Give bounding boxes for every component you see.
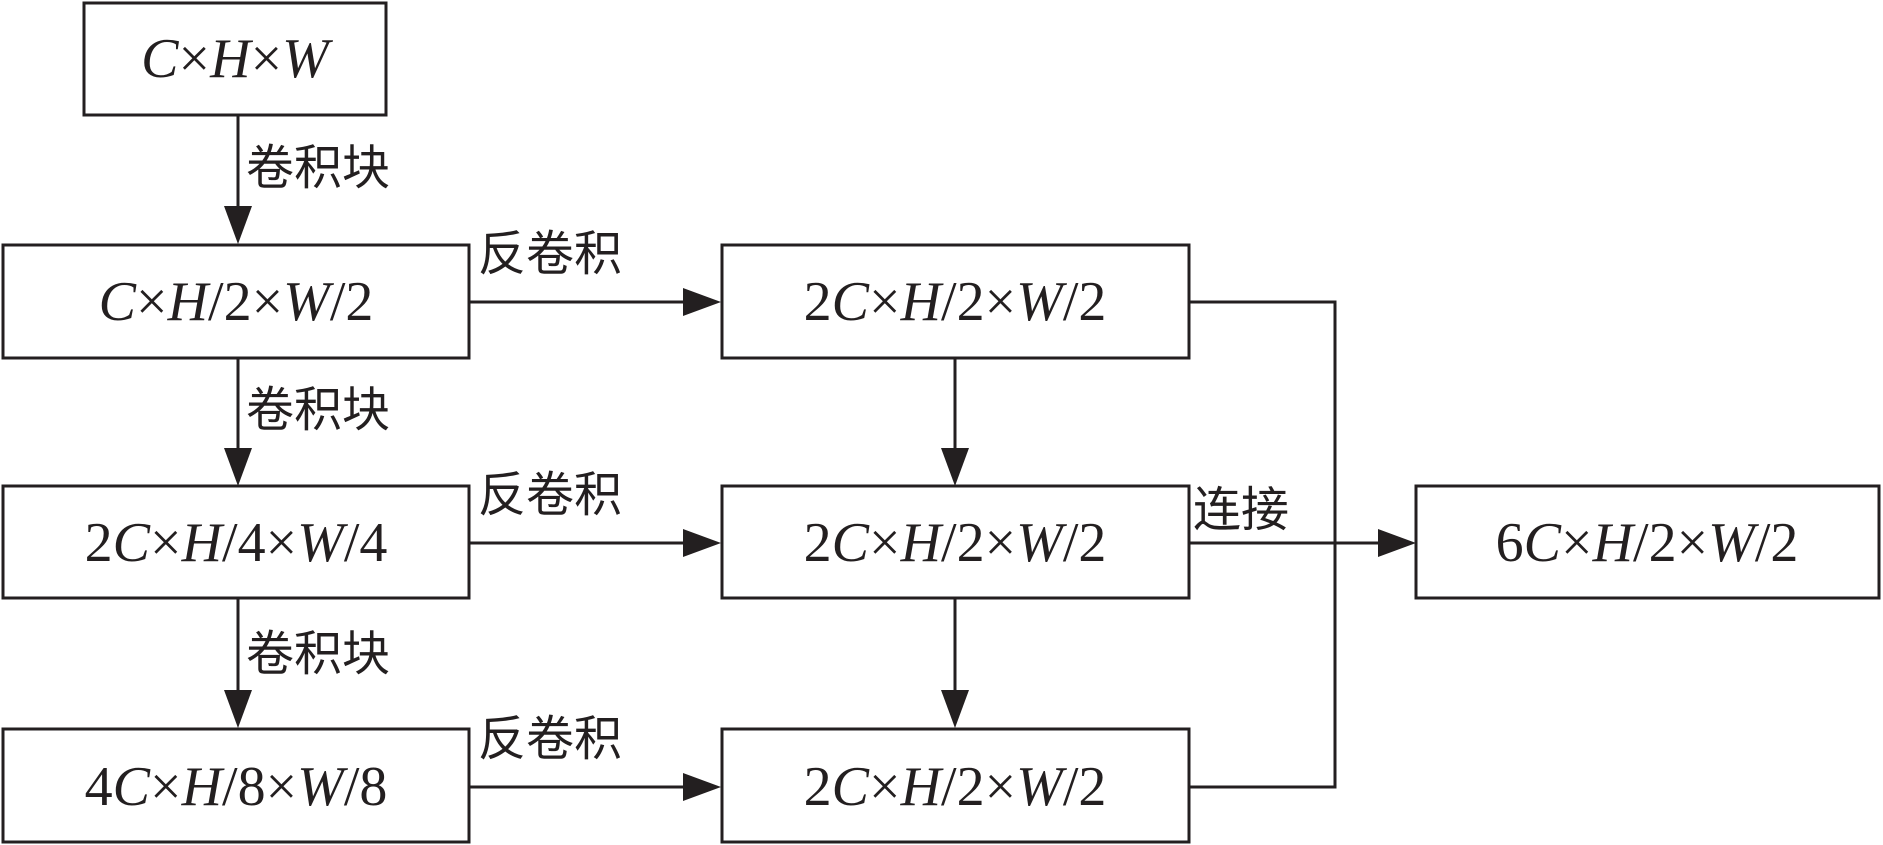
dec3-label-part: W <box>1016 756 1067 818</box>
dec2-label-part: × <box>869 512 901 574</box>
dec1-label-part: W <box>1016 271 1067 333</box>
arrowhead-enc3-to-dec3 <box>683 773 721 801</box>
dec2-label-part: H <box>900 512 944 574</box>
dec1-label-part: × <box>869 271 901 333</box>
output-label-part: × <box>1561 512 1593 574</box>
output-label-part: W <box>1708 512 1759 574</box>
dec2-label-part: C <box>832 512 870 574</box>
dec3-label-part: /2 <box>1063 756 1107 818</box>
arrowhead-enc1-to-dec1 <box>683 288 721 316</box>
input-label-part: W <box>282 28 333 90</box>
enc2-label-part: 2 <box>85 512 113 574</box>
arrowhead-input-to-enc1 <box>224 206 252 244</box>
arrowhead-enc2-to-enc3 <box>224 690 252 728</box>
enc2-label-part: W <box>297 512 348 574</box>
label-conv-block-1: 卷积块 <box>246 140 390 196</box>
arrowhead-enc2-to-dec2 <box>683 529 721 557</box>
label-deconv-2: 反卷积 <box>478 467 622 523</box>
enc3-label-part: /8 <box>344 756 388 818</box>
node-enc2-label: 2C×H/4×W/4 <box>85 512 388 574</box>
dec3-label-part: × <box>869 756 901 818</box>
enc2-label-part: C <box>113 512 151 574</box>
enc1-label-part: /2× <box>208 271 283 333</box>
dec2-label-part: W <box>1016 512 1067 574</box>
label-conv-block-3: 卷积块 <box>246 626 390 682</box>
node-enc3: 4C×H/8×W/8 <box>1 727 471 844</box>
node-dec3-label: 2C×H/2×W/2 <box>804 756 1107 818</box>
dec1-label-part: 2 <box>804 271 832 333</box>
node-dec3: 2C×H/2×W/2 <box>720 727 1191 844</box>
label-conv-block-2: 卷积块 <box>246 382 390 438</box>
dec2-label-part: /2 <box>1063 512 1107 574</box>
dec1-label-part: C <box>832 271 870 333</box>
enc2-label-part: H <box>181 512 225 574</box>
arrowhead-dec2-to-dec3 <box>941 690 969 728</box>
node-enc1-label: C×H/2×W/2 <box>99 271 374 333</box>
dec3-label-part: C <box>832 756 870 818</box>
node-output-label: 6C×H/2×W/2 <box>1496 512 1799 574</box>
node-dec2-label: 2C×H/2×W/2 <box>804 512 1107 574</box>
node-enc2: 2C×H/4×W/4 <box>1 484 471 600</box>
output-label-part: 6 <box>1496 512 1524 574</box>
node-enc3-label: 4C×H/8×W/8 <box>85 756 388 818</box>
output-label-part: H <box>1592 512 1636 574</box>
arrowhead-dec1-to-dec2 <box>941 448 969 486</box>
dec3-label-part: 2 <box>804 756 832 818</box>
enc1-label-part: × <box>136 271 168 333</box>
enc3-label-part: × <box>150 756 182 818</box>
enc1-label-part: H <box>167 271 211 333</box>
enc1-label-part: /2 <box>330 271 374 333</box>
node-dec2: 2C×H/2×W/2 <box>720 484 1191 600</box>
enc2-label-part: /4 <box>344 512 388 574</box>
enc3-label-part: C <box>113 756 151 818</box>
node-output: 6C×H/2×W/2 <box>1414 484 1881 600</box>
input-label-part: C <box>141 28 179 90</box>
node-dec1-label: 2C×H/2×W/2 <box>804 271 1107 333</box>
dec3-label-part: H <box>900 756 944 818</box>
enc3-label-part: H <box>181 756 225 818</box>
node-input: C×H×W <box>82 1 388 117</box>
label-concat: 连接 <box>1193 482 1289 538</box>
node-enc1: C×H/2×W/2 <box>1 243 471 360</box>
label-deconv-1: 反卷积 <box>478 226 622 282</box>
output-label-part: C <box>1524 512 1562 574</box>
enc2-label-part: × <box>150 512 182 574</box>
connectors <box>224 115 1416 801</box>
dec2-label-part: 2 <box>804 512 832 574</box>
output-label-part: /2× <box>1633 512 1708 574</box>
node-dec1: 2C×H/2×W/2 <box>720 243 1191 360</box>
node-input-label: C×H×W <box>141 28 333 90</box>
input-label-part: × <box>251 28 283 90</box>
output-label-part: /2 <box>1755 512 1799 574</box>
arrowhead-concat-to-output <box>1378 529 1416 557</box>
dec1-label-part: /2 <box>1063 271 1107 333</box>
enc2-label-part: /4× <box>222 512 297 574</box>
enc3-label-part: /8× <box>222 756 297 818</box>
dec3-label-part: /2× <box>941 756 1016 818</box>
label-deconv-3: 反卷积 <box>478 711 622 767</box>
input-label-part: H <box>209 28 253 90</box>
enc3-label-part: 4 <box>85 756 113 818</box>
input-label-part: × <box>179 28 211 90</box>
enc1-label-part: W <box>283 271 334 333</box>
enc3-label-part: W <box>297 756 348 818</box>
edge-labels: 卷积块 卷积块 卷积块 反卷积 反卷积 反卷积 连接 <box>246 140 1289 767</box>
enc1-label-part: C <box>99 271 137 333</box>
dec1-label-part: /2× <box>941 271 1016 333</box>
arrowhead-enc1-to-enc2 <box>224 448 252 486</box>
dec2-label-part: /2× <box>941 512 1016 574</box>
dec1-label-part: H <box>900 271 944 333</box>
